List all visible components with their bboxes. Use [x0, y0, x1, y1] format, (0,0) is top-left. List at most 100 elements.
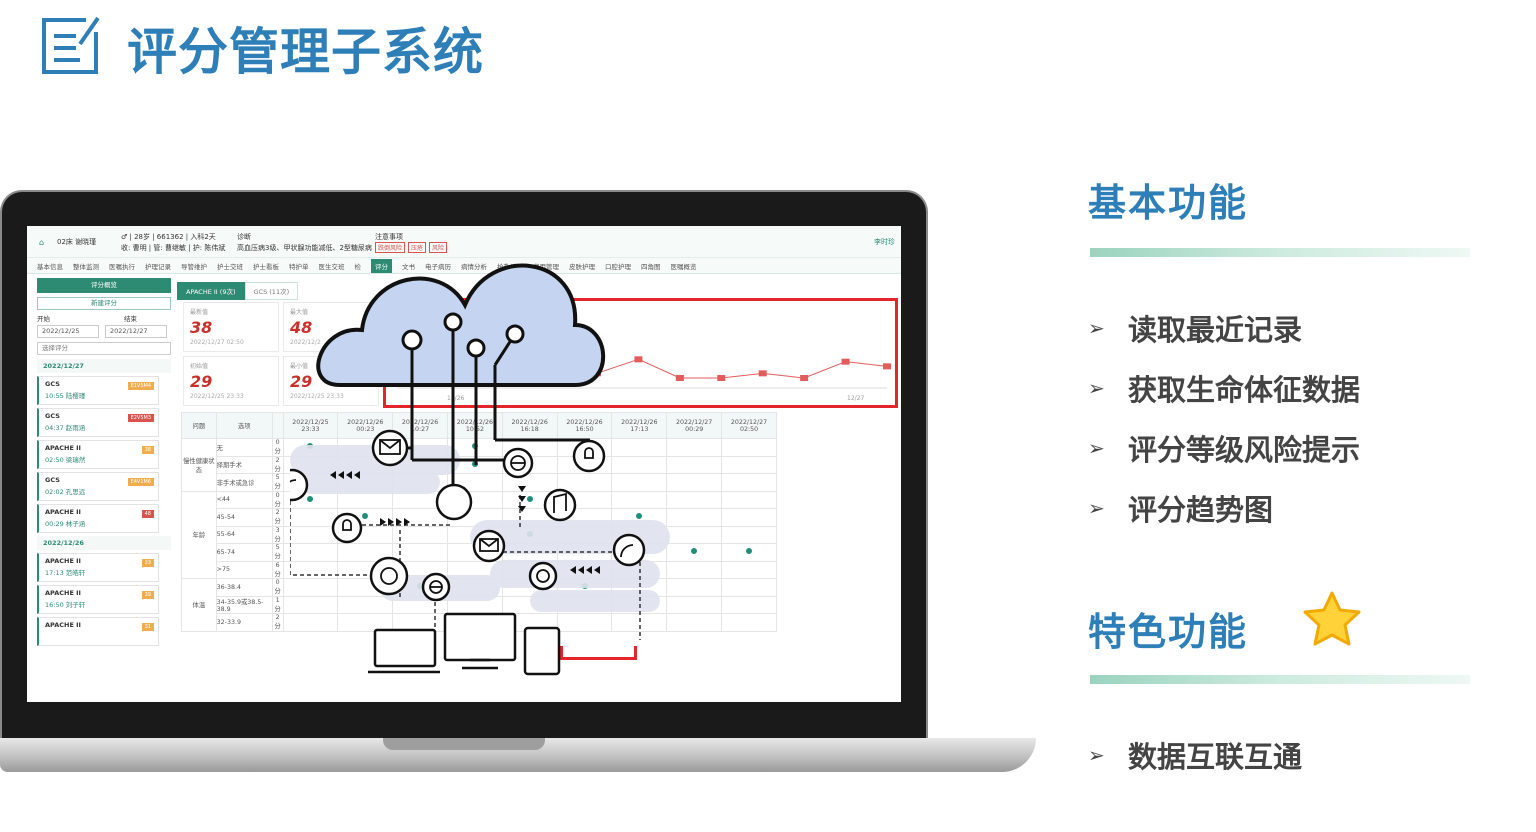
- grid-cell[interactable]: [721, 613, 777, 632]
- function-item: ➢评分等级风险提示: [1088, 427, 1360, 469]
- grid-cell[interactable]: [721, 455, 777, 474]
- grid-cell[interactable]: [721, 438, 777, 457]
- music-icon: [543, 488, 577, 522]
- trend-point[interactable]: [675, 375, 684, 381]
- grid-cell[interactable]: [721, 578, 777, 597]
- grid-cell[interactable]: [721, 560, 777, 579]
- star-icon: [1303, 591, 1361, 646]
- nav-item[interactable]: 电子病历: [425, 262, 451, 271]
- record-name: APACHE II: [45, 621, 81, 629]
- stat-date: 2022/12/25 23:33: [290, 393, 344, 400]
- score-select[interactable]: 选择评分: [37, 342, 171, 355]
- function-label: 评分趋势图: [1128, 493, 1274, 527]
- trend-point[interactable]: [634, 356, 643, 363]
- risk-badge: 压疮: [408, 242, 427, 253]
- grid-cell[interactable]: [721, 595, 777, 614]
- new-score-button[interactable]: 新建评分: [37, 297, 171, 310]
- wifi-icon: [612, 533, 646, 567]
- record-name: GCS: [45, 476, 60, 484]
- nav-item[interactable]: 费用管理: [533, 262, 559, 271]
- selected-dot: [636, 513, 643, 520]
- stat-label: 最大值: [290, 309, 309, 316]
- record-group-date[interactable]: 2022/12/27: [37, 359, 171, 373]
- grid-header: 问题: [181, 412, 217, 439]
- score-overview-button[interactable]: 评分概览: [37, 278, 171, 293]
- grid-cell[interactable]: [721, 490, 777, 509]
- patient-info: ♂ | 28岁 | 661362 | 入科2天: [121, 233, 216, 241]
- trend-point[interactable]: [841, 358, 850, 365]
- stat-label: 最小值: [290, 363, 309, 370]
- function-item: ➢评分趋势图: [1088, 487, 1273, 529]
- nav-item[interactable]: 护士看板: [253, 262, 279, 271]
- nav-item[interactable]: 口腔护理: [605, 262, 631, 271]
- chat-icon: [435, 483, 473, 521]
- grid-points: 5分: [271, 543, 284, 562]
- nav-item[interactable]: 医嘱执行: [109, 262, 135, 271]
- function-label: 读取最近记录: [1128, 313, 1303, 347]
- record-score-tag: E2V5M3: [127, 414, 154, 422]
- nav-item[interactable]: 四角图: [641, 262, 661, 271]
- patient-bed[interactable]: 02床 谢晓瑾: [57, 238, 97, 246]
- grid-option: 非手术或急诊: [215, 473, 273, 492]
- record-score-tag: 33: [141, 559, 154, 567]
- nav-item[interactable]: 特护单: [289, 262, 309, 271]
- grid-points: 2分: [271, 455, 284, 474]
- nav-item[interactable]: 皮肤护理: [569, 262, 595, 271]
- grid-cell[interactable]: [721, 473, 777, 492]
- grid-cell[interactable]: [721, 508, 777, 527]
- tab-gcs[interactable]: GCS (11次): [244, 282, 299, 300]
- nav-item[interactable]: 基本信息: [37, 262, 63, 271]
- grid-question: 年龄: [181, 490, 217, 579]
- gear-icon: [528, 561, 558, 591]
- stat-label: 初始值: [190, 363, 209, 370]
- nav-item[interactable]: 导管维护: [181, 262, 207, 271]
- nav-item[interactable]: 整体监测: [73, 262, 99, 271]
- risk-badge: 风险: [429, 242, 448, 253]
- grid-cell[interactable]: [721, 543, 777, 562]
- record-score-tag: E1V5M4: [127, 382, 154, 390]
- nav-item[interactable]: 文书: [402, 262, 415, 271]
- grid-header: 2022/12/25 23:33: [282, 412, 339, 439]
- stat-initial: 初始值 29 2022/12/25 23:33: [183, 356, 279, 406]
- function-label: 评分等级风险提示: [1128, 433, 1361, 467]
- basic-functions-heading: 基本功能: [1088, 181, 1249, 225]
- nav-item[interactable]: 护士交班: [217, 262, 243, 271]
- function-item: ➢数据互联互通: [1088, 734, 1302, 776]
- x-tick-label: 12/26: [447, 395, 464, 402]
- end-date-input[interactable]: 2022/12/27: [105, 325, 167, 338]
- start-date-input[interactable]: 2022/12/25: [37, 325, 99, 338]
- nav-item[interactable]: 护理记录: [145, 262, 171, 271]
- trend-point[interactable]: [717, 375, 726, 381]
- stat-date: 2022/12/27 02:50: [190, 339, 244, 346]
- trend-point[interactable]: [800, 375, 809, 381]
- nav-item[interactable]: 病情分析: [461, 262, 487, 271]
- grid-header: [271, 412, 284, 439]
- grid-points: 6分: [271, 560, 284, 579]
- nav-item[interactable]: 评分: [371, 258, 392, 273]
- trend-point[interactable]: [883, 363, 891, 370]
- nav-item[interactable]: 检: [354, 262, 362, 271]
- nav-item[interactable]: 医嘱概览: [670, 262, 697, 271]
- stat-value: 38: [190, 318, 213, 337]
- tab-apache[interactable]: APACHE II (9次): [177, 282, 245, 300]
- grid-option: 45-54: [215, 508, 273, 527]
- nav-item[interactable]: 医生交班: [318, 262, 345, 271]
- grid-cell[interactable]: [721, 525, 777, 544]
- user-menu[interactable]: 李时珍: [874, 238, 895, 246]
- record-score-tag: 39: [141, 591, 154, 599]
- grid-question: 慢性健康状态: [181, 438, 217, 492]
- record-group-date[interactable]: 2022/12/26: [37, 536, 171, 550]
- score-sidebar: 评分概览 新建评分 开始 结束 2022/12/25 2022/12/27 选择…: [37, 278, 171, 698]
- notice-label: 注意事项: [375, 233, 403, 241]
- trend-point[interactable]: [758, 370, 767, 377]
- home-icon[interactable]: ⌂: [39, 238, 45, 247]
